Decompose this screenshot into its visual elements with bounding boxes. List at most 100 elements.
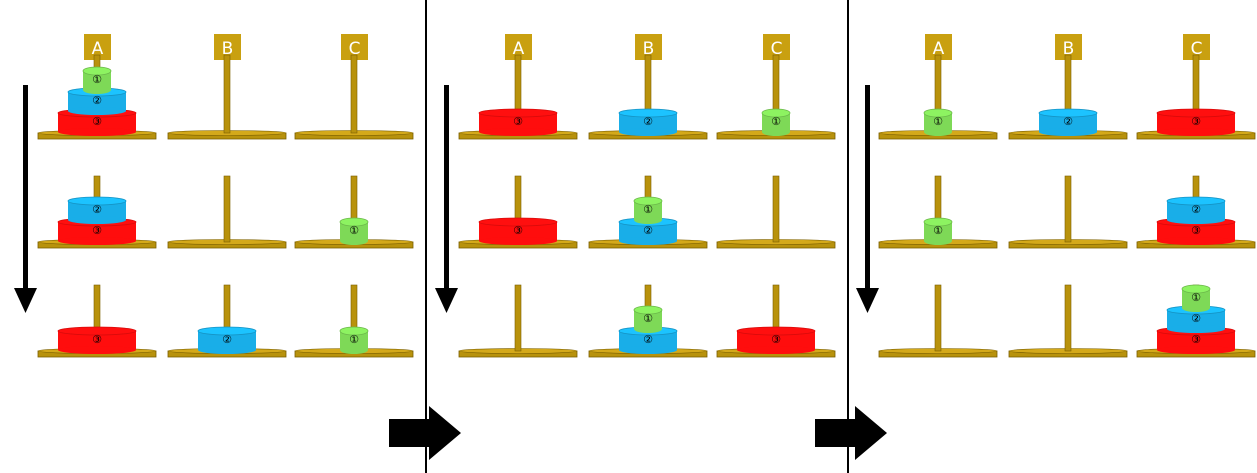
disk-top	[1038, 108, 1098, 118]
peg-b: ②	[588, 54, 708, 140]
disk-bottom	[58, 346, 136, 354]
disk-number: ③	[1191, 224, 1201, 237]
peg-b: ②	[1008, 54, 1128, 140]
disk-body	[68, 92, 126, 111]
disk-2: ②	[1166, 196, 1226, 224]
disk-number: ①	[349, 333, 359, 346]
disk-top	[923, 217, 953, 227]
peg-label-text: C	[771, 39, 783, 59]
disk-number: ①	[933, 115, 943, 128]
disk-body	[68, 201, 126, 220]
disk-2: ②	[67, 196, 127, 224]
disk-bottom	[1157, 237, 1235, 245]
disk-1: ①	[761, 108, 791, 136]
disk-top	[57, 326, 137, 336]
peg-c: ③	[1136, 54, 1256, 140]
disk-bottom	[1039, 128, 1097, 136]
disk-number: ③	[92, 224, 102, 237]
disk-number: ①	[643, 203, 653, 216]
disk-2: ②	[67, 87, 127, 115]
disk-bottom	[762, 128, 790, 136]
disk-top	[339, 326, 369, 336]
peg-rod	[1064, 175, 1072, 243]
disk-bottom	[924, 237, 952, 245]
disk-number: ①	[1191, 291, 1201, 304]
down-arrow-head	[856, 288, 879, 313]
peg-c: ③②	[1136, 175, 1256, 249]
disk-top	[633, 305, 663, 315]
disk-top	[633, 196, 663, 206]
disk-body	[1039, 113, 1097, 132]
disk-top	[736, 326, 816, 336]
peg-a: ③	[458, 175, 578, 249]
state-row-3: ③②①	[878, 284, 1256, 358]
peg-b	[167, 54, 287, 140]
disk-1: ①	[923, 217, 953, 245]
peg-b	[1008, 175, 1128, 249]
disk-body	[634, 201, 662, 220]
peg-rod	[223, 175, 231, 243]
peg-rod	[223, 54, 231, 134]
peg-rod	[934, 284, 942, 352]
disk-top	[1181, 284, 1211, 294]
disk-number: ②	[643, 333, 653, 346]
down-arrow-shaft	[23, 85, 28, 290]
disk-body	[58, 222, 136, 241]
state-row-2: ③②①	[37, 175, 414, 249]
disk-bottom	[68, 107, 126, 115]
disk-number: ①	[92, 73, 102, 86]
disk-2: ②	[618, 326, 678, 354]
down-arrow-head	[435, 288, 458, 313]
disk-number: ③	[92, 115, 102, 128]
disk-body	[762, 113, 790, 132]
peg-label-text: B	[643, 39, 655, 59]
down-arrow-shaft	[865, 85, 870, 290]
peg-b	[1008, 284, 1128, 358]
disk-body	[479, 222, 557, 241]
disk-bottom	[1157, 128, 1235, 136]
disk-1: ①	[339, 326, 369, 354]
disk-top	[761, 108, 791, 118]
disk-body	[340, 222, 368, 241]
peg-label-text: A	[513, 39, 525, 59]
disk-body	[1167, 310, 1225, 329]
disk-body	[479, 113, 557, 132]
disk-body	[83, 71, 111, 90]
disk-body	[619, 113, 677, 132]
peg-c: ①	[294, 284, 414, 358]
disk-3: ③	[478, 217, 558, 245]
disk-top	[82, 66, 112, 76]
disk-body	[1157, 113, 1235, 132]
peg-label-text: B	[222, 39, 234, 59]
peg-rod	[772, 175, 780, 243]
disk-bottom	[198, 346, 256, 354]
disk-1: ①	[82, 66, 112, 94]
peg-rod	[514, 284, 522, 352]
peg-c: ③	[716, 284, 836, 358]
peg-label-text: A	[92, 39, 104, 59]
peg-a: ③②①	[37, 54, 157, 140]
disk-body	[340, 331, 368, 350]
peg-c: ③②①	[1136, 284, 1256, 358]
disk-bottom	[634, 325, 662, 333]
disk-body	[737, 331, 815, 350]
down-arrow-head	[14, 288, 37, 313]
disk-2: ②	[618, 108, 678, 136]
down-arrow-icon	[856, 85, 879, 313]
disk-top	[67, 196, 127, 206]
disk-number: ③	[92, 333, 102, 346]
disk-body	[1157, 331, 1235, 350]
disk-body	[1167, 201, 1225, 220]
peg-c	[716, 175, 836, 249]
disk-number: ②	[643, 115, 653, 128]
down-arrow-shaft	[444, 85, 449, 290]
disk-bottom	[58, 128, 136, 136]
peg-a: ①	[878, 54, 998, 140]
disk-number: ③	[513, 224, 523, 237]
disk-bottom	[479, 128, 557, 136]
disk-top	[339, 217, 369, 227]
disk-bottom	[619, 128, 677, 136]
